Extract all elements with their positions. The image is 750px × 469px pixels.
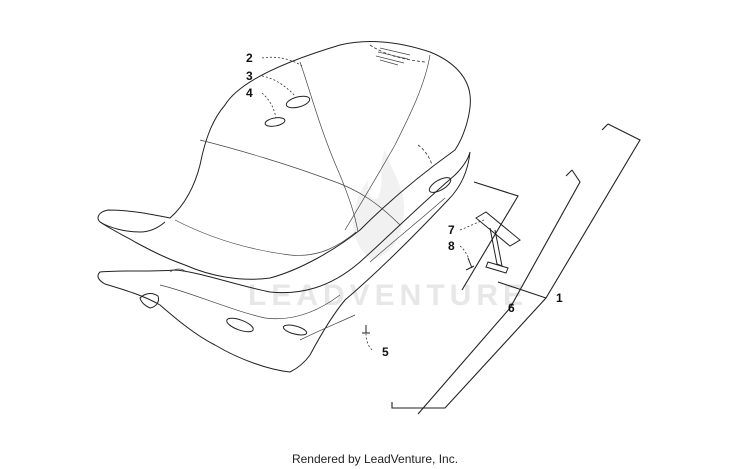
leader-3 <box>261 75 296 97</box>
push-pin <box>362 325 370 334</box>
leader-lines <box>261 56 485 351</box>
leader-4 <box>261 92 277 119</box>
watermark-text: LEADVENTURE <box>248 279 528 312</box>
seat-assembly <box>97 41 471 373</box>
latch-screw <box>465 257 475 271</box>
base-slot-right <box>282 324 308 336</box>
base-side-tab <box>169 268 187 273</box>
callout-8: 8 <box>448 239 455 253</box>
seat-front-lip <box>99 221 166 233</box>
latch-foot <box>485 261 509 274</box>
base-pan-rib <box>369 197 446 263</box>
base-front-tab <box>139 293 159 309</box>
seat-crease-center <box>199 139 401 226</box>
bracket-group-1 <box>391 123 641 409</box>
decal-patch-upper <box>285 95 311 109</box>
callout-3: 3 <box>246 69 253 83</box>
footer-credit: Rendered by LeadVenture, Inc. <box>291 452 459 466</box>
leader-8 <box>459 245 470 261</box>
callout-6: 6 <box>508 301 515 315</box>
latch-bracket <box>465 211 521 274</box>
callouts: 2 3 4 7 8 6 1 5 <box>246 51 563 359</box>
callout-5: 5 <box>382 345 389 359</box>
leader-5 <box>365 333 373 351</box>
seat-base-pan <box>97 151 471 373</box>
seat-crease-side <box>344 54 431 231</box>
leader-7 <box>459 219 485 231</box>
flame-logo-icon <box>353 150 405 260</box>
seat-cushion-outline <box>97 41 471 280</box>
latch-plate <box>475 211 521 247</box>
decal-patch-lower <box>264 117 286 127</box>
bracket-group-6 <box>417 169 581 415</box>
seat-crease-rear <box>174 219 357 256</box>
callout-2: 2 <box>246 51 253 65</box>
callout-1: 1 <box>556 291 563 305</box>
callout-4: 4 <box>246 86 253 100</box>
base-pan-inner <box>159 284 341 320</box>
watermark: LEADVENTURE <box>248 150 528 312</box>
base-pan-rail <box>299 314 356 341</box>
seat-crease-front <box>299 61 359 233</box>
seat-emblem <box>375 47 411 66</box>
base-slot-left <box>226 317 254 333</box>
base-slot-rear <box>428 177 452 193</box>
callout-7: 7 <box>448 223 455 237</box>
seat-side-seam <box>417 144 433 166</box>
leader-2 <box>261 56 303 67</box>
